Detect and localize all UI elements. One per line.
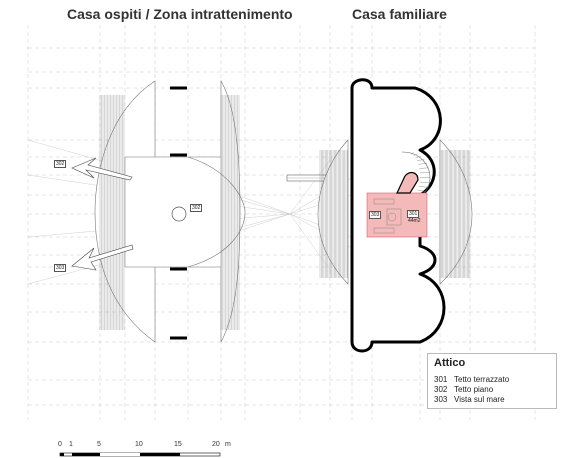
- guest-house: [71, 79, 246, 343]
- family-house-roof-hatching: [319, 150, 471, 278]
- legend-box: Attico 301 Tetto terrazzato 302 Tetto pian…: [427, 353, 557, 409]
- sight-arrow-303: [71, 244, 134, 271]
- scale-tick-label: 15: [174, 441, 182, 448]
- scale-tick-label: 0: [58, 441, 62, 448]
- guest-house-curved-wall: [187, 156, 246, 268]
- tag-302-center: 302: [190, 204, 203, 212]
- legend-item-number: 301: [434, 375, 448, 384]
- scale-tick-label: 10: [135, 441, 143, 448]
- scale-tick-label: 5: [97, 441, 101, 448]
- legend-item: 303 Vista sul mare: [434, 395, 550, 405]
- guest-house-title: Casa ospiti / Zona intrattenimento: [67, 6, 293, 22]
- scale-bar: [59, 452, 221, 457]
- penthouse-furniture: [373, 198, 402, 234]
- tag-303-room: 303: [369, 211, 382, 219]
- legend-item: 302 Tetto piano: [434, 385, 550, 395]
- tag-301-room: 301: [407, 210, 420, 218]
- family-house-right-dome: [439, 139, 473, 285]
- guest-house-roof-hatching: [99, 95, 240, 330]
- scale-unit-label: m: [225, 441, 231, 448]
- family-house: [317, 78, 473, 353]
- sight-arrow-302: [71, 157, 133, 181]
- legend-item-number: 302: [434, 385, 448, 394]
- family-house-title: Casa familiare: [352, 6, 447, 22]
- legend-item-label: Tetto piano: [454, 385, 494, 394]
- legend-item-label: Tetto terrazzato: [454, 375, 510, 384]
- tag-303-left: 303: [54, 264, 67, 272]
- legend-item: 301 Tetto terrazzato: [434, 375, 550, 385]
- tag-302-left: 302: [54, 160, 67, 168]
- legend-title: Attico: [434, 357, 466, 369]
- legend-item-label: Vista sul mare: [454, 395, 505, 404]
- legend-item-number: 303: [434, 395, 448, 404]
- guest-house-column: [171, 206, 187, 222]
- scale-tick-label: 20: [212, 441, 220, 448]
- penthouse-bay: [396, 171, 419, 194]
- scale-tick-label: 1: [69, 441, 73, 448]
- room-area-label: 44m2: [408, 218, 421, 224]
- guest-house-walls: [170, 86, 187, 340]
